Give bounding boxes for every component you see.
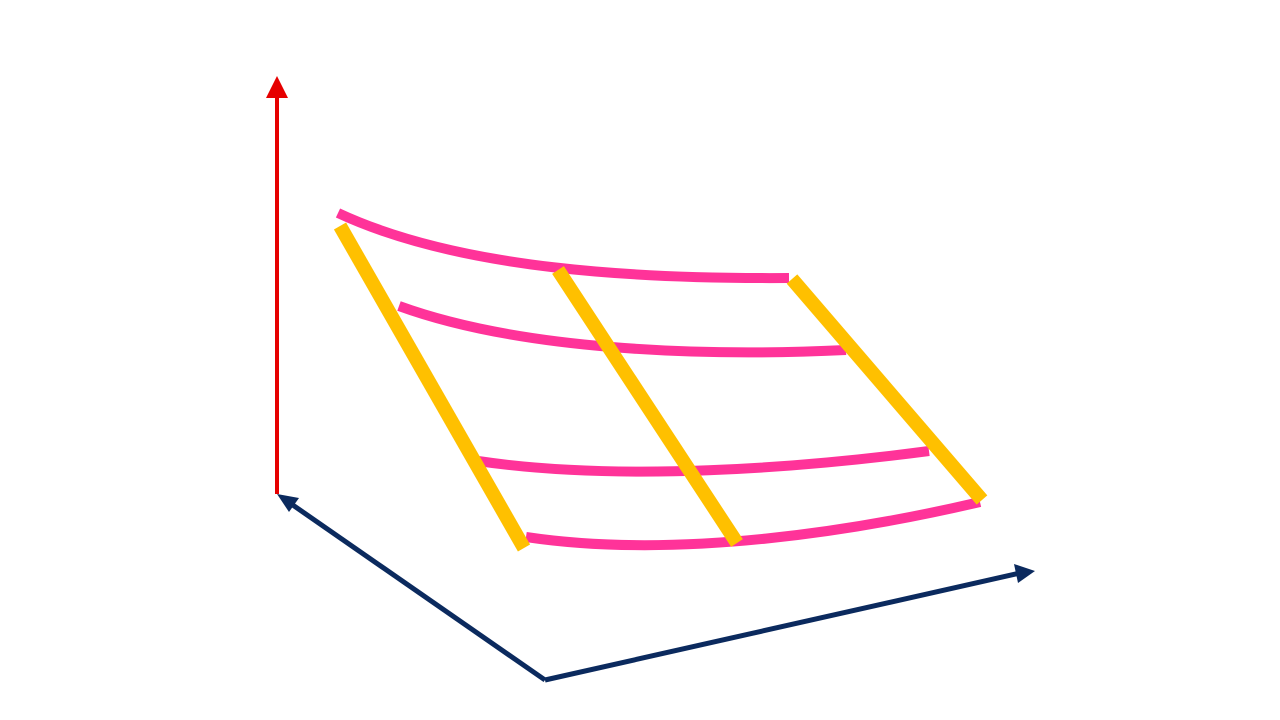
depth-axis xyxy=(285,498,547,683)
surface-curve-3 xyxy=(477,446,930,477)
axes-group xyxy=(266,76,1035,683)
surface-curve-1 xyxy=(335,208,790,284)
depth-axis-arrowhead xyxy=(277,494,299,512)
horizontal-axis-arrowhead xyxy=(1014,564,1035,583)
surface-ruling-3 xyxy=(786,274,988,505)
vertical-axis-arrowhead xyxy=(266,76,288,98)
surface-ruling-1 xyxy=(333,222,531,552)
surface-ruling-2 xyxy=(552,266,743,547)
horizontal-axis xyxy=(544,570,1021,683)
surface-rulings xyxy=(333,222,988,552)
surface-curve-2 xyxy=(397,301,847,358)
surface-curve-4 xyxy=(525,497,982,551)
